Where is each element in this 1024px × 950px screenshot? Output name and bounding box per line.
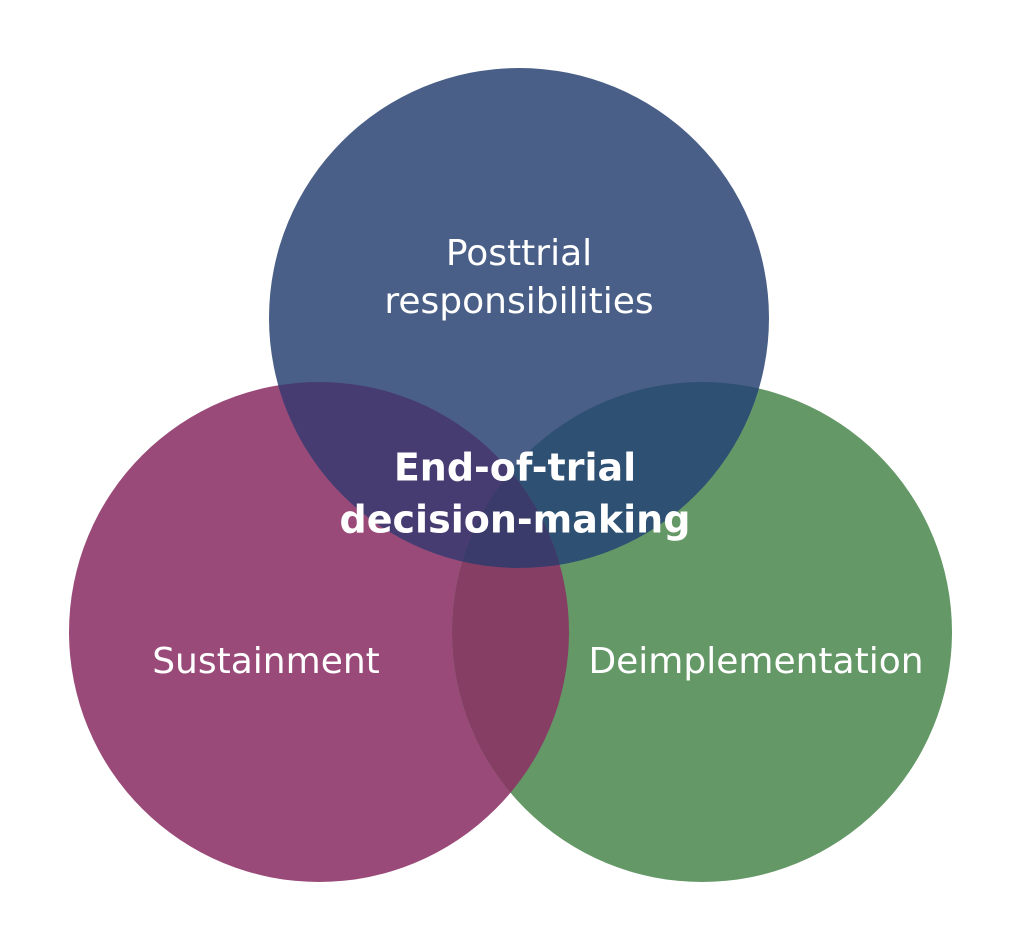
sustainment-label: Sustainment [152, 641, 380, 682]
center-label-line-2: decision-making [340, 498, 691, 542]
deimplementation-label: Deimplementation [588, 641, 923, 682]
posttrial-label-line-1: Posttrial [446, 233, 592, 274]
overlap-top-left [269, 382, 569, 568]
center-label-line-1: End-of-trial [394, 446, 636, 490]
overlap-top-right [452, 382, 769, 568]
posttrial-label-line-2: responsibilities [384, 281, 653, 322]
